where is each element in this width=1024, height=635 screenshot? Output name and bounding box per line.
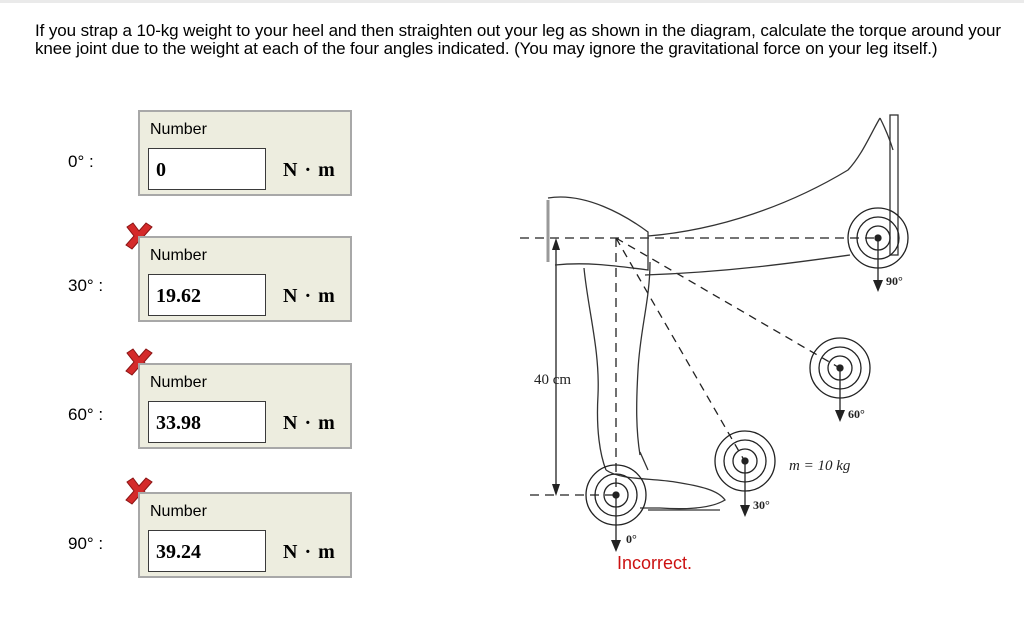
answer-box-0: Number 0 N · m xyxy=(138,110,352,196)
angle-label-diagram-0: 0° xyxy=(626,532,637,546)
weight-0deg xyxy=(585,464,647,552)
answer-input-90[interactable]: 39.24 xyxy=(148,530,266,572)
weight-30deg xyxy=(714,430,776,517)
answer-input-30[interactable]: 19.62 xyxy=(148,274,266,316)
unit-label: N · m xyxy=(283,412,336,434)
foot-outline xyxy=(605,469,726,510)
answer-box-90: Number 39.24 N · m xyxy=(138,492,352,578)
extended-leg-outline xyxy=(647,117,881,237)
unit-label: N · m xyxy=(283,541,336,563)
weight-90deg xyxy=(847,207,909,292)
dashed-leg-line xyxy=(615,237,745,461)
length-label: 40 cm xyxy=(534,372,571,388)
thigh-outline xyxy=(547,196,649,271)
angle-label-30: 30° : xyxy=(68,276,104,295)
question-text: If you strap a 10-kg weight to your heel… xyxy=(35,21,1001,58)
answer-input-0[interactable]: 0 xyxy=(148,148,266,190)
angle-label-diagram-30: 30° xyxy=(753,498,770,512)
unit-label: N · m xyxy=(283,159,336,181)
weight-60deg xyxy=(809,337,871,422)
angle-label-0: 0° : xyxy=(68,152,94,171)
number-title: Number xyxy=(150,374,207,391)
number-title: Number xyxy=(150,121,207,138)
answer-box-30: Number 19.62 N · m xyxy=(138,236,352,322)
feedback-incorrect: Incorrect. xyxy=(617,553,693,573)
number-title: Number xyxy=(150,247,207,264)
top-divider xyxy=(0,0,1024,3)
angle-label-diagram-90: 90° xyxy=(886,274,903,288)
dashed-leg-line xyxy=(615,237,839,368)
angle-label-60: 60° : xyxy=(68,405,104,424)
mass-label: m = 10 kg xyxy=(789,458,851,474)
angle-label-diagram-60: 60° xyxy=(848,407,865,421)
answer-input-60[interactable]: 33.98 xyxy=(148,401,266,443)
unit-label: N · m xyxy=(283,285,336,307)
angle-label-90: 90° : xyxy=(68,534,104,553)
number-title: Number xyxy=(150,503,207,520)
answer-box-60: Number 33.98 N · m xyxy=(138,363,352,449)
